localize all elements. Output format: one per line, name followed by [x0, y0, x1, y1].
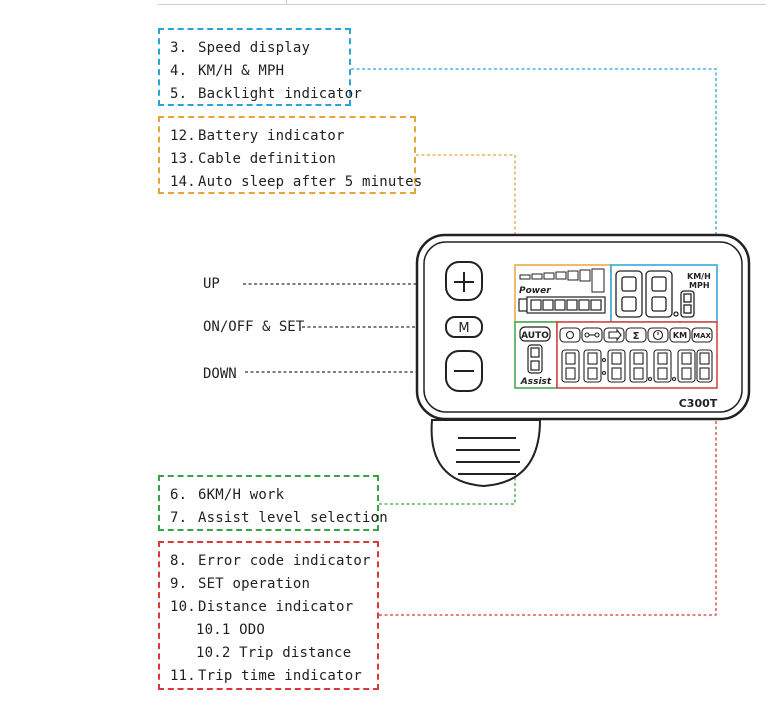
- assist-label: Assist: [520, 377, 552, 387]
- sum-icon-label: Σ: [633, 331, 640, 342]
- battery-callout-box: 12.Battery indicator 13.Cable definition…: [158, 116, 423, 194]
- device-clip: [430, 419, 542, 488]
- max-icon-label: MAX: [693, 332, 711, 340]
- callout-item: 7.Assist level selection: [170, 510, 388, 526]
- up-label: UP: [203, 276, 220, 292]
- power-bar-icon: [519, 268, 605, 293]
- max-icon: [691, 327, 713, 343]
- callout-item: 11.Trip time indicator: [170, 668, 362, 684]
- callout-item: 8.Error code indicator: [170, 553, 371, 569]
- callout-item: 3.Speed display: [170, 40, 311, 56]
- km-icon: [669, 327, 691, 343]
- down-button: [445, 350, 483, 392]
- kmh-unit: KM/H: [687, 272, 711, 281]
- distance-callout-box: 8.Error code indicator 9.SET operation 1…: [158, 541, 379, 690]
- up-button: [445, 261, 483, 301]
- assist-digit: [527, 344, 543, 374]
- callout-item: 4.KM/H & MPH: [170, 63, 285, 79]
- down-label: DOWN: [203, 366, 237, 382]
- m-button: [445, 316, 483, 338]
- top-frame-edge: [158, 0, 766, 5]
- onoff-set-label: ON/OFF & SET: [203, 319, 305, 335]
- callout-subitem: 10.1 ODO: [196, 622, 266, 638]
- callout-item: 6.6KM/H work: [170, 487, 285, 503]
- distance-digits: [561, 349, 713, 383]
- connector-red: [379, 388, 717, 616]
- auto-badge: [519, 326, 551, 342]
- callout-item: 13.Cable definition: [170, 151, 337, 167]
- assist-callout-box: 6.6KM/H work 7.Assist level selection: [158, 475, 388, 531]
- sum-icon: [625, 327, 647, 343]
- m-button-label: M: [458, 321, 469, 336]
- mph-unit: MPH: [689, 281, 710, 290]
- km-icon-label: KM: [673, 331, 687, 340]
- model-label: C300T: [679, 397, 718, 410]
- callout-item: 14.Auto sleep after 5 minutes: [170, 174, 423, 190]
- callout-item: 10.Distance indicator: [170, 599, 354, 615]
- speed-digits: [615, 270, 695, 318]
- battery-icon: [518, 296, 606, 314]
- power-label: Power: [519, 286, 551, 296]
- callout-subitem: 10.2 Trip distance: [196, 645, 352, 661]
- callout-item: 9.SET operation: [170, 576, 311, 592]
- connector-blue: [351, 68, 717, 272]
- callout-item: 5.Backlight indicator: [170, 86, 362, 102]
- auto-label: AUTO: [521, 331, 549, 341]
- speed-callout-box: 3.Speed display 4.KM/H & MPH 5.Backlight…: [158, 28, 362, 106]
- callout-item: 12.Battery indicator: [170, 128, 345, 144]
- connector-orange: [416, 154, 516, 272]
- connector-green: [379, 388, 516, 505]
